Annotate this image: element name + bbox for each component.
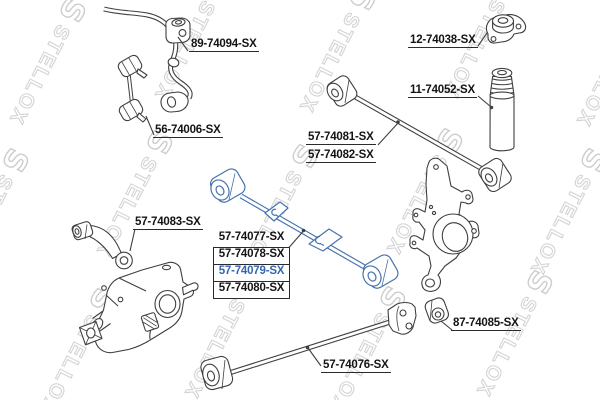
upper-control-arm-drawing: [71, 221, 133, 270]
differential-drawing: [78, 261, 199, 354]
shock-boot-drawing: [489, 67, 515, 152]
knuckle-bushing-drawing: [424, 297, 450, 324]
label-stabilizer-bushing: 89-74094-SX: [189, 38, 259, 52]
lower-rod-drawing: [200, 301, 417, 391]
leader-lines: [129, 32, 494, 367]
part-option[interactable]: 57-74077-SX: [213, 231, 290, 248]
label-lateral-rod-2: 57-74082-SX: [306, 149, 376, 163]
part-option[interactable]: 57-74078-SX: [213, 248, 290, 265]
knuckle-drawing: [409, 157, 480, 292]
part-option[interactable]: 57-74080-SX: [213, 282, 290, 299]
label-lower-rod: 57-74076-SX: [321, 359, 391, 373]
label-stabilizer-link: 56-74006-SX: [153, 124, 223, 138]
strut-mount-drawing: [485, 14, 527, 44]
stabilizer-link-drawing: [117, 54, 148, 123]
part-option-selected[interactable]: 57-74079-SX: [213, 265, 290, 282]
label-shock-boot: 11-74052-SX: [408, 84, 477, 98]
trailing-arm-highlighted-drawing: [209, 168, 399, 289]
label-strut-mount: 12-74038-SX: [408, 34, 478, 48]
label-upper-control-arm: 57-74083-SX: [133, 216, 203, 230]
trailing-arm-part-options: 57-74077-SX 57-74078-SX 57-74079-SX 57-7…: [213, 231, 290, 299]
lateral-rod-drawing: [326, 75, 512, 193]
label-knuckle-bushing: 87-74085-SX: [451, 317, 521, 331]
label-lateral-rod-1: 57-74081-SX: [306, 131, 376, 145]
stabilizer-bar-drawing: [103, 6, 193, 113]
